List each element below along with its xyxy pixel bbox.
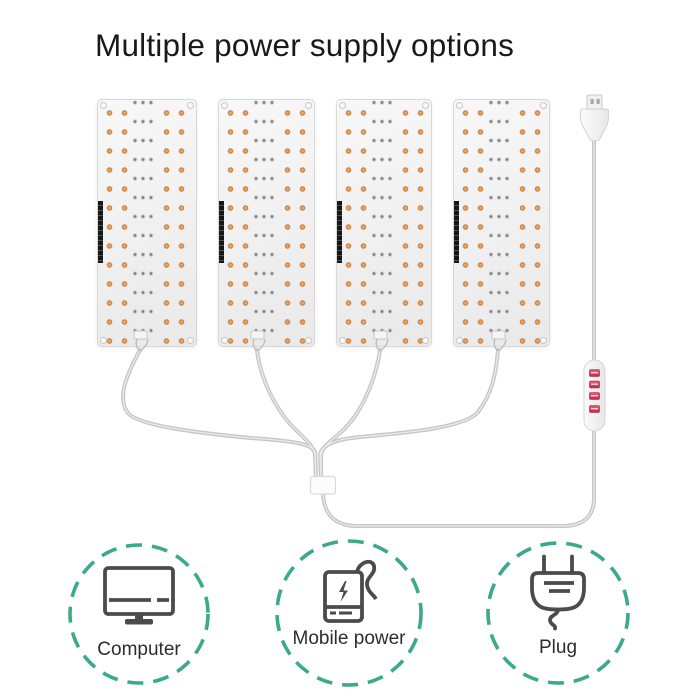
- panel-serial-strip: [98, 201, 103, 263]
- mount-hole: [339, 337, 346, 344]
- power-bank-icon: [275, 539, 423, 687]
- mount-hole: [456, 337, 463, 344]
- mount-hole: [540, 337, 547, 344]
- mount-hole: [221, 102, 228, 109]
- option-label-plug: Plug: [538, 637, 578, 658]
- led-panel-3: [336, 99, 432, 347]
- mount-hole: [187, 102, 194, 109]
- mount-hole: [305, 102, 312, 109]
- controller-buttons: [589, 369, 600, 413]
- panel-serial-strip: [454, 201, 459, 263]
- led-panel-4: [453, 99, 550, 347]
- mount-hole: [339, 102, 346, 109]
- option-label-mobile-power: Mobile power: [292, 628, 406, 649]
- mount-hole: [100, 102, 107, 109]
- mount-hole: [221, 337, 228, 344]
- power-option-plug: Plug: [483, 538, 633, 688]
- inline-controller: [583, 359, 606, 432]
- power-option-computer: Computer: [64, 539, 214, 689]
- panel-serial-strip: [219, 201, 224, 263]
- panel-cables: [121, 348, 500, 480]
- computer-monitor-icon: [68, 543, 210, 685]
- cable-splitter: [309, 475, 337, 495]
- usb-a-connector: [580, 94, 609, 142]
- power-plug-icon: [486, 541, 630, 685]
- mount-hole: [456, 102, 463, 109]
- mount-hole: [187, 337, 194, 344]
- mount-hole: [422, 337, 429, 344]
- led-panel-1: [97, 99, 197, 347]
- mount-hole: [422, 102, 429, 109]
- mount-hole: [305, 337, 312, 344]
- option-label-computer: Computer: [97, 639, 181, 660]
- mount-hole: [540, 102, 547, 109]
- led-panel-2: [218, 99, 315, 347]
- panel-serial-strip: [337, 201, 342, 263]
- power-option-mobile-power: Mobile power: [274, 538, 424, 688]
- mount-hole: [100, 337, 107, 344]
- page-title: Multiple power supply options: [95, 27, 515, 63]
